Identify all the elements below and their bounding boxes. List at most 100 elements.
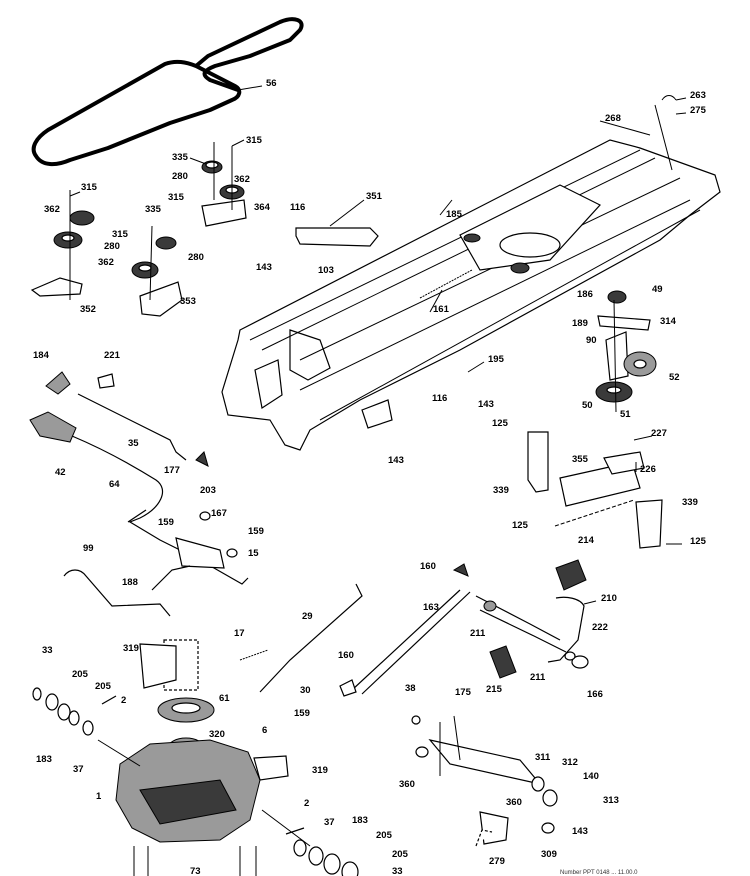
- lift-lever-assembly: [29, 371, 249, 585]
- part-label-352: 352: [80, 304, 96, 315]
- spring-161: [419, 269, 473, 299]
- part-label-125a: 125: [492, 418, 509, 429]
- part-label-143c: 143: [388, 455, 404, 466]
- part-label-51: 51: [620, 409, 631, 420]
- part-label-315a: 315: [246, 135, 263, 146]
- part-label-313: 313: [603, 795, 619, 806]
- part-label-33b: 33: [392, 866, 403, 876]
- part-label-52: 52: [669, 372, 680, 383]
- part-label-221: 221: [104, 350, 121, 361]
- rod-29: [259, 583, 363, 693]
- part-label-103: 103: [318, 265, 334, 276]
- part-label-362a: 362: [234, 174, 250, 185]
- part-label-211b: 211: [530, 672, 546, 683]
- part-label-195: 195: [488, 354, 505, 365]
- part-label-275: 275: [690, 105, 707, 116]
- part-label-140: 140: [583, 771, 599, 782]
- drive-belt: [31, 17, 304, 167]
- pedal-assembly: [339, 559, 589, 697]
- part-label-351: 351: [366, 191, 383, 202]
- part-label-227: 227: [651, 428, 667, 439]
- part-label-125b: 125: [512, 520, 529, 531]
- part-label-319b: 319: [312, 765, 328, 776]
- part-label-226: 226: [640, 464, 656, 475]
- part-label-29: 29: [302, 611, 313, 622]
- part-label-37b: 37: [324, 817, 335, 828]
- part-label-360a: 360: [399, 779, 415, 790]
- part-label-143d: 143: [572, 826, 588, 837]
- footnote-text: Number PPT 0148 ... 11.00.0: [560, 870, 638, 876]
- leader-lines: [69, 85, 687, 605]
- part-label-222: 222: [592, 622, 608, 633]
- part-label-35: 35: [128, 438, 139, 449]
- part-label-61: 61: [219, 693, 230, 704]
- part-label-143b: 143: [478, 399, 494, 410]
- part-label-163: 163: [423, 602, 439, 613]
- part-label-280a: 280: [172, 171, 188, 182]
- part-label-314: 314: [660, 316, 677, 327]
- part-label-56: 56: [266, 78, 277, 89]
- part-label-211a: 211: [470, 628, 486, 639]
- part-label-50: 50: [582, 400, 593, 411]
- part-label-177: 177: [164, 465, 180, 476]
- part-label-175: 175: [455, 687, 472, 698]
- part-label-355: 355: [572, 454, 589, 465]
- part-label-188: 188: [122, 577, 138, 588]
- frame-chassis: [221, 95, 721, 451]
- idler-pulley-assembly: [30, 142, 247, 317]
- right-axle-washers: [285, 827, 359, 876]
- part-label-210: 210: [601, 593, 617, 604]
- part-label-159b: 159: [248, 526, 264, 537]
- part-label-205d: 205: [392, 849, 409, 860]
- part-label-15: 15: [248, 548, 259, 559]
- part-label-312: 312: [562, 757, 578, 768]
- front-axle: [411, 715, 558, 847]
- part-label-159c: 159: [294, 708, 310, 719]
- left-axle-washers: [32, 687, 117, 736]
- part-label-319a: 319: [123, 643, 139, 654]
- part-label-64: 64: [109, 479, 120, 490]
- part-label-33a: 33: [42, 645, 53, 656]
- part-label-339b: 339: [682, 497, 698, 508]
- part-label-215: 215: [486, 684, 503, 695]
- part-label-353: 353: [180, 296, 196, 307]
- part-label-189: 189: [572, 318, 588, 329]
- part-label-17: 17: [234, 628, 245, 639]
- part-label-311: 311: [535, 752, 551, 763]
- part-label-167: 167: [211, 508, 227, 519]
- part-label-183b: 183: [352, 815, 368, 826]
- part-label-268: 268: [605, 113, 621, 124]
- idler-bracket-right: [595, 290, 657, 413]
- part-label-6: 6: [262, 725, 267, 736]
- part-label-143a: 143: [256, 262, 272, 273]
- part-label-159a: 159: [158, 517, 174, 528]
- bracket-351: [295, 227, 379, 247]
- part-label-2a: 2: [121, 695, 126, 706]
- part-label-184: 184: [33, 350, 50, 361]
- transaxle: [97, 643, 311, 876]
- part-label-335b: 335: [145, 204, 162, 215]
- part-label-214: 214: [578, 535, 595, 546]
- part-label-205b: 205: [95, 681, 112, 692]
- part-label-185: 185: [446, 209, 463, 220]
- part-label-339a: 339: [493, 485, 509, 496]
- part-label-116a: 116: [290, 202, 305, 213]
- part-label-183a: 183: [36, 754, 52, 765]
- part-label-280c: 280: [188, 252, 204, 263]
- part-label-364: 364: [254, 202, 271, 213]
- part-label-362c: 362: [98, 257, 114, 268]
- part-label-309: 309: [541, 849, 557, 860]
- rod-99: [63, 569, 171, 617]
- part-label-315c: 315: [168, 192, 185, 203]
- part-label-160a: 160: [420, 561, 436, 572]
- mounting-plates: [527, 431, 663, 549]
- part-label-205c: 205: [376, 830, 393, 841]
- spring-17: [239, 649, 269, 661]
- part-label-280b: 280: [104, 241, 120, 252]
- part-label-335a: 335: [172, 152, 189, 163]
- part-label-279: 279: [489, 856, 505, 867]
- part-label-1: 1: [96, 791, 102, 802]
- part-label-360b: 360: [506, 797, 522, 808]
- part-label-263: 263: [690, 90, 706, 101]
